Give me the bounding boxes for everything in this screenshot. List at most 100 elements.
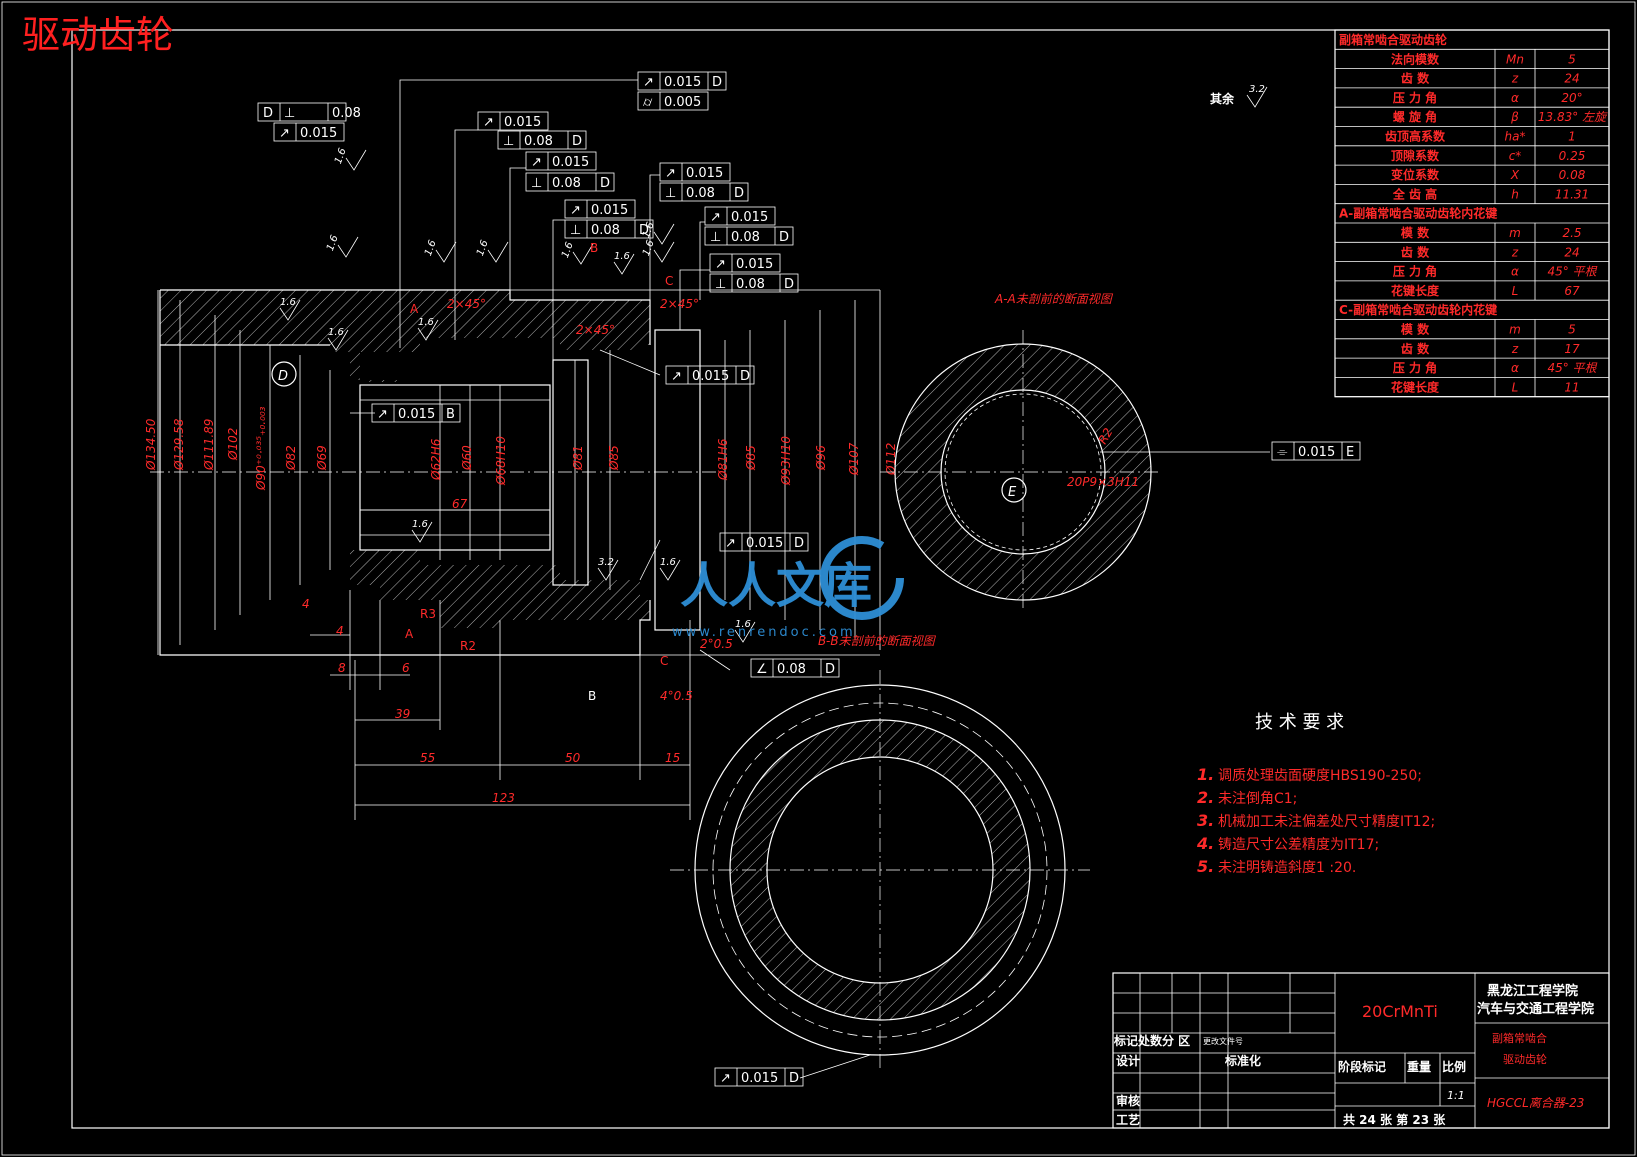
- svg-text:⊥: ⊥: [570, 223, 581, 238]
- svg-text:未注明铸造斜度1 :20.: 未注明铸造斜度1 :20.: [1218, 860, 1356, 876]
- svg-text:比例: 比例: [1442, 1059, 1466, 1074]
- svg-text:2×45°: 2×45°: [447, 297, 486, 311]
- svg-text:花键长度: 花键长度: [1391, 379, 1440, 394]
- svg-text:67: 67: [452, 497, 468, 511]
- tolerance-frame: ↗0.015: [273, 122, 345, 142]
- svg-text:A-副箱常啮合驱动齿轮内花键: A-副箱常啮合驱动齿轮内花键: [1339, 206, 1497, 221]
- svg-text:39: 39: [395, 707, 410, 721]
- main-section-view: [150, 79, 881, 820]
- svg-text:11.31: 11.31: [1555, 187, 1589, 201]
- svg-text:模 数: 模 数: [1401, 322, 1430, 337]
- svg-text:Ø134.50: Ø134.50: [144, 418, 158, 471]
- svg-text:↗: ↗: [671, 369, 682, 384]
- groove-outline: [552, 359, 589, 586]
- svg-text:B: B: [590, 241, 598, 255]
- svg-text:1: 1: [1568, 130, 1576, 144]
- svg-text:123: 123: [492, 791, 515, 805]
- svg-text:标记处数分 区: 标记处数分 区: [1113, 1033, 1190, 1048]
- svg-text:A: A: [410, 302, 419, 316]
- section-bb-view: [670, 670, 1090, 1079]
- svg-text:↗: ↗: [665, 166, 676, 181]
- svg-text:共 24 张 第 23 张: 共 24 张 第 23 张: [1343, 1112, 1446, 1127]
- svg-text:0.015: 0.015: [398, 407, 435, 422]
- svg-text:α: α: [1511, 265, 1519, 279]
- svg-text:6: 6: [402, 661, 410, 675]
- svg-text:齿 数: 齿 数: [1401, 244, 1430, 259]
- tolerance-frame: ↗0.015: [525, 151, 597, 171]
- svg-text:工艺: 工艺: [1116, 1112, 1140, 1127]
- svg-text:C-副箱常啮合驱动齿轮内花键: C-副箱常啮合驱动齿轮内花键: [1339, 302, 1497, 317]
- svg-text:55: 55: [420, 751, 435, 765]
- svg-text:z: z: [1511, 342, 1519, 356]
- svg-text:0.015: 0.015: [692, 369, 729, 384]
- svg-text:0.015: 0.015: [300, 126, 337, 141]
- svg-text:3.: 3.: [1197, 811, 1214, 830]
- svg-text:5: 5: [1568, 323, 1576, 337]
- svg-text:黑龙江工程学院: 黑龙江工程学院: [1487, 983, 1578, 999]
- svg-text:1.6: 1.6: [280, 297, 296, 308]
- svg-text:技 术 要 求: 技 术 要 求: [1255, 712, 1344, 733]
- svg-text:67: 67: [1564, 284, 1580, 298]
- svg-text:D: D: [572, 134, 582, 149]
- svg-text:顶隙系数: 顶隙系数: [1391, 148, 1440, 163]
- section-bb-label: B-B未剖前的断面视图: [818, 634, 937, 648]
- svg-text:X: X: [1510, 168, 1520, 182]
- svg-text:齿 数: 齿 数: [1401, 341, 1430, 356]
- svg-text:D: D: [825, 662, 835, 677]
- svg-text:变位系数: 变位系数: [1391, 167, 1440, 182]
- svg-text:齿顶高系数: 齿顶高系数: [1385, 129, 1446, 144]
- svg-text:20P9×3H11: 20P9×3H11: [1067, 475, 1139, 489]
- svg-text:0.08: 0.08: [591, 223, 620, 238]
- horizontal-dimensions: 67 4 8 6 39 55 50 15 123 4: [302, 497, 680, 805]
- svg-text:11: 11: [1564, 380, 1579, 394]
- svg-text:L: L: [1512, 380, 1519, 394]
- svg-text:D: D: [794, 536, 804, 551]
- section-aa-label: A-A未剖前的断面视图: [994, 292, 1114, 306]
- svg-text:50: 50: [565, 751, 581, 765]
- svg-text:A: A: [405, 627, 414, 641]
- svg-text:z: z: [1511, 245, 1519, 259]
- svg-text:4.: 4.: [1196, 834, 1214, 853]
- svg-text:Ø102: Ø102: [226, 428, 240, 461]
- svg-text:17: 17: [1564, 342, 1580, 356]
- svg-text:⊥: ⊥: [531, 176, 542, 191]
- svg-text:1.6: 1.6: [423, 239, 439, 258]
- svg-text:Ø85: Ø85: [744, 445, 758, 471]
- svg-text:m: m: [1509, 323, 1521, 337]
- svg-text:5.: 5.: [1197, 857, 1214, 876]
- svg-text:模 数: 模 数: [1401, 225, 1430, 240]
- svg-text:法向模数: 法向模数: [1391, 51, 1440, 66]
- svg-text:0.015: 0.015: [504, 115, 541, 130]
- svg-text:α: α: [1511, 91, 1519, 105]
- section-hatch-bottom: [350, 550, 650, 628]
- svg-text:α: α: [1511, 361, 1519, 375]
- svg-text:2.: 2.: [1197, 788, 1214, 807]
- svg-text:1.: 1.: [1197, 765, 1214, 784]
- svg-text:1.6: 1.6: [560, 241, 576, 260]
- svg-text:Mn: Mn: [1506, 52, 1524, 66]
- svg-text:2×45°: 2×45°: [660, 297, 699, 311]
- svg-text:2.5: 2.5: [1562, 226, 1581, 240]
- svg-text:1.6: 1.6: [735, 619, 751, 630]
- svg-text:Ø62H6: Ø62H6: [429, 438, 443, 481]
- svg-text:D: D: [278, 369, 288, 384]
- svg-text:0.005: 0.005: [664, 95, 701, 110]
- svg-text:1.6: 1.6: [328, 327, 344, 338]
- svg-text:www.renrendoc.com: www.renrendoc.com: [672, 625, 856, 640]
- svg-text:Ø93H10: Ø93H10: [779, 436, 793, 486]
- drawing-title: 驱动齿轮: [22, 13, 174, 57]
- svg-text:1.6: 1.6: [660, 557, 676, 568]
- svg-text:副箱常啮合: 副箱常啮合: [1492, 1031, 1547, 1045]
- svg-text:0.08: 0.08: [777, 662, 806, 677]
- watermark: 人人文库 www.renrendoc.com: [672, 536, 904, 640]
- svg-text:3.2: 3.2: [1249, 84, 1265, 95]
- leader-lines: [350, 79, 731, 671]
- svg-text:D: D: [712, 75, 722, 90]
- svg-text:0.08: 0.08: [686, 186, 715, 201]
- svg-text:1.6: 1.6: [475, 239, 491, 258]
